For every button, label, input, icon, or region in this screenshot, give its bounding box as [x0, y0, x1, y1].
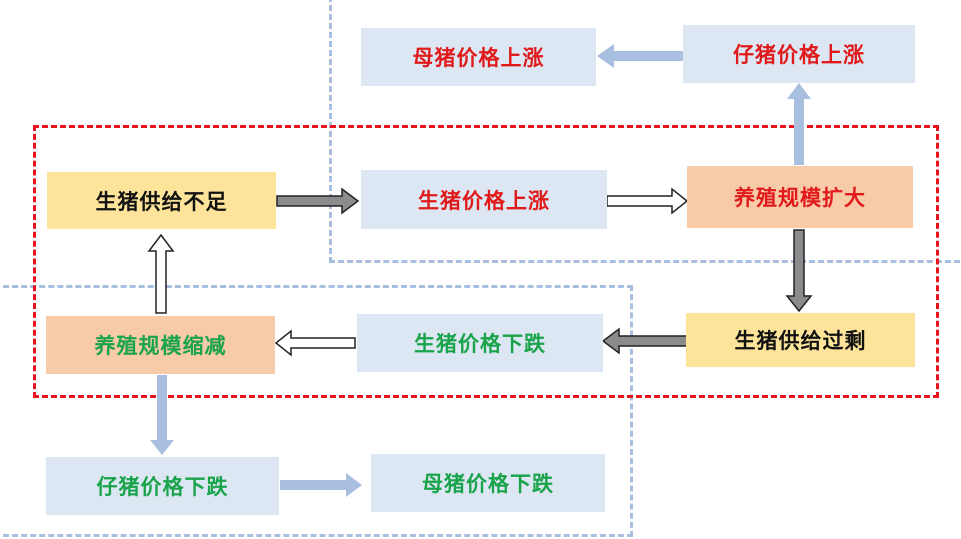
arrow-scale-expand-to-piglet-price-up: [787, 83, 811, 165]
node-scale-shrink-label: 养殖规模缩减: [94, 333, 227, 358]
node-supply-short-label: 生猪供给不足: [95, 188, 228, 214]
node-hog-price-up: 生猪价格上涨: [361, 170, 607, 229]
node-scale-expand-label: 养殖规模扩大: [734, 185, 866, 210]
node-sow-price-down: 母猪价格下跌: [371, 454, 605, 512]
node-hog-price-up-label: 生猪价格上涨: [418, 187, 550, 213]
node-supply-surplus: 生猪供给过剩: [686, 313, 915, 367]
node-supply-surplus-label: 生猪供给过剩: [734, 328, 867, 353]
node-piglet-price-up-label: 仔猪价格上涨: [733, 42, 865, 67]
node-supply-short: 生猪供给不足: [47, 172, 276, 229]
node-hog-price-down-label: 生猪价格下跌: [414, 331, 546, 356]
lower-cycle-region: [0, 285, 633, 537]
node-sow-price-up-label: 母猪价格上涨: [412, 45, 545, 70]
upper-cycle-region: [329, 0, 961, 263]
arrow-scale-shrink-to-supply-short: [147, 233, 175, 314]
arrow-piglet-price-up-to-sow-price-up: [597, 44, 683, 68]
node-scale-expand: 养殖规模扩大: [687, 166, 913, 228]
arrow-scale-expand-to-supply-surplus: [785, 229, 813, 313]
node-hog-price-down: 生猪价格下跌: [357, 314, 603, 372]
node-sow-price-up: 母猪价格上涨: [361, 28, 596, 86]
arrow-supply-surplus-to-hog-price-down: [601, 327, 688, 355]
node-piglet-price-up: 仔猪价格上涨: [683, 25, 915, 83]
node-piglet-price-down-label: 仔猪价格下跌: [96, 474, 229, 499]
arrow-supply-short-to-hog-price-up: [276, 187, 360, 215]
arrow-piglet-price-down-to-sow-price-down: [280, 473, 362, 497]
node-scale-shrink: 养殖规模缩减: [46, 316, 275, 374]
arrow-hog-price-up-to-scale-expand: [606, 187, 689, 215]
core-cycle-region: [33, 125, 939, 398]
arrow-scale-shrink-to-piglet-price-down: [150, 375, 174, 455]
node-sow-price-down-label: 母猪价格下跌: [422, 471, 554, 496]
node-piglet-price-down: 仔猪价格下跌: [46, 457, 279, 515]
arrow-hog-price-down-to-scale-shrink: [274, 329, 356, 357]
